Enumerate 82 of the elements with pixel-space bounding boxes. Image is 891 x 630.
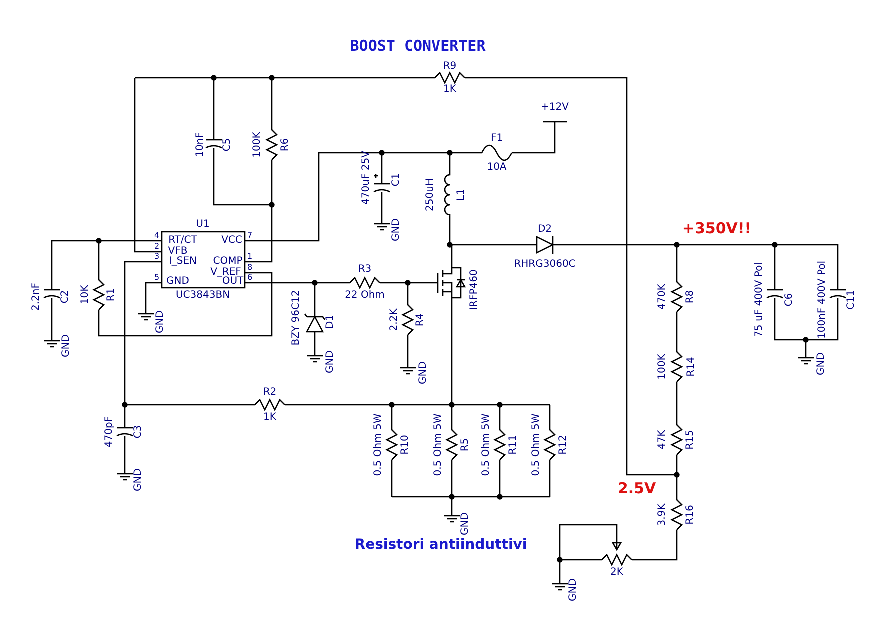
value-label: 1K	[264, 413, 276, 423]
pin-number: 4	[154, 232, 160, 240]
voltage-label: +350V!!	[682, 222, 752, 236]
part-number: BZY 96C12	[292, 290, 302, 346]
note: Resistori antiinduttivi	[354, 538, 528, 552]
value-label: 100K	[658, 354, 668, 380]
component-label: R12	[559, 435, 569, 455]
pin-number: 6	[247, 274, 253, 282]
part-number: IRFP460	[470, 270, 480, 310]
ground-label: GND	[817, 352, 827, 376]
pin-number: 2	[154, 243, 160, 251]
value-label: 22 Ohm	[345, 291, 385, 301]
pin-number: 3	[154, 253, 160, 261]
ground-label: GND	[569, 578, 579, 602]
value-label: 470pF	[105, 416, 115, 448]
value-label: 0.5 Ohm 5W	[374, 414, 384, 476]
component-label: R14	[687, 357, 697, 377]
value-label: 2.2nF	[32, 283, 42, 311]
component-label: R6	[281, 138, 291, 152]
pin-number: 1	[247, 253, 253, 261]
ground-label: GND	[419, 362, 429, 384]
component-label: C2	[61, 290, 71, 304]
component-label: R2	[263, 388, 277, 398]
value-label: 1K	[444, 85, 456, 95]
value-label: 2K	[610, 568, 624, 578]
pin-name: RT/CT	[168, 236, 198, 246]
value-label: 10nF	[196, 132, 206, 158]
component-label: R11	[509, 435, 519, 455]
component-label: R8	[686, 290, 696, 304]
value-label: 0.5 Ohm 5W	[434, 414, 444, 476]
ground-label: GND	[156, 310, 166, 334]
value-label: 75 uF 400V Pol	[755, 262, 765, 338]
value-label: 470K	[658, 284, 668, 310]
component-label: C1	[392, 173, 402, 187]
value-label: 47K	[658, 430, 668, 450]
component-label: R1	[107, 288, 117, 302]
pin-name: GND	[166, 277, 190, 287]
pin-name: I_SEN	[168, 257, 198, 267]
value-label: 0.5 Ohm 5W	[482, 414, 492, 476]
value-label: 10K	[81, 285, 91, 305]
component-label: C11	[847, 290, 857, 310]
ground-label: GND	[461, 512, 471, 536]
value-label: 100K	[253, 132, 263, 158]
ground-label: GND	[392, 218, 402, 242]
component-label: C3	[134, 425, 144, 439]
component-label: C6	[785, 293, 795, 307]
pin-number: 7	[247, 232, 253, 240]
pin-name: COMP	[213, 257, 243, 267]
pin-name: VFB	[168, 247, 188, 257]
component-label: L1	[457, 189, 467, 201]
pin-number: 5	[154, 274, 160, 282]
voltage-label: +12V	[541, 103, 569, 113]
ground-label: GND	[62, 334, 72, 358]
component-label: U1	[196, 220, 210, 230]
value-label: 0.5 Ohm 5W	[532, 414, 542, 476]
pin-name: V_REF	[210, 268, 242, 278]
component-label: R15	[686, 430, 696, 450]
value-label: 10A	[487, 163, 507, 173]
component-label: R4	[416, 313, 426, 327]
voltage-label: 2.5V	[618, 482, 656, 496]
part-number: UC3843BN	[176, 291, 230, 301]
component-label: R10	[401, 435, 411, 455]
component-label: D1	[326, 314, 336, 330]
value-label: 3.9K	[658, 504, 668, 526]
title: BOOST CONVERTER	[350, 37, 486, 55]
pin-name: OUT	[222, 277, 244, 287]
value-label: 470uF 25V	[362, 151, 372, 205]
pin-name: VCC	[222, 236, 242, 246]
value-label: 250uH	[426, 178, 436, 212]
component-label: C5	[223, 138, 233, 152]
component-label: R5	[461, 438, 471, 452]
component-label: R16	[686, 505, 696, 525]
pin-number: 8	[247, 264, 253, 272]
value-label: 100nF 400V Pol	[818, 260, 828, 340]
part-number: RHRG3060C	[514, 260, 576, 270]
component-label: R3	[358, 265, 372, 275]
value-label: 2.2K	[390, 308, 400, 332]
component-label: R9	[443, 62, 457, 72]
component-label: D2	[538, 225, 552, 235]
ground-label: GND	[134, 468, 144, 492]
component-label: F1	[490, 134, 504, 144]
ground-label: GND	[326, 350, 336, 374]
